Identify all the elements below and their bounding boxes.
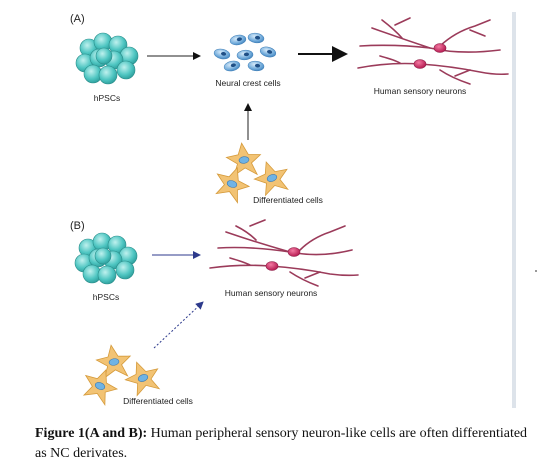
figure-caption: Figure 1(A and B): Human peripheral sens… [35,424,540,464]
figure-diagram: (A) hPSCs Neural crest cells [70,13,509,408]
differentiated-label-b: Differentiated cells [123,396,193,406]
caption-label: Figure 1(A and B): [35,426,148,441]
panel-b-label: (B) [70,220,85,232]
caption-text: Human peripheral sensory neuron-like cel… [35,426,528,461]
sensory-neurons-label-b: Human sensory neurons [225,288,318,298]
neural-crest-cells [212,31,278,73]
neural-crest-label: Neural crest cells [215,78,280,88]
sensory-neurons-b [209,219,359,287]
panel-a-label: (A) [70,13,85,25]
sensory-neurons-label-a: Human sensory neurons [374,86,467,96]
arrow-diff-to-neurons-b [153,301,204,349]
page-mark [535,270,537,272]
stem-cell-cluster-b [74,232,138,285]
page-divider [512,12,516,408]
differentiated-label-a: Differentiated cells [253,195,323,205]
hpscs-label-a: hPSCs [94,93,120,103]
sensory-neurons-a [357,17,509,85]
stem-cell-cluster-a [75,32,139,85]
hpscs-label-b: hPSCs [93,292,119,302]
